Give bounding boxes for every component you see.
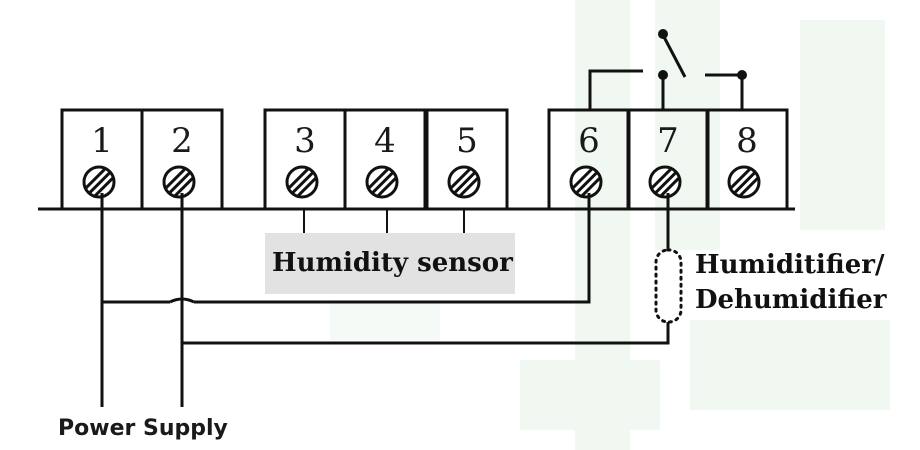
- terminal-box: [425, 108, 509, 211]
- screw-slot: [375, 175, 399, 199]
- screw-slot: [371, 171, 394, 194]
- terminal-4: 4: [343, 108, 427, 211]
- background-watermark: [330, 0, 890, 450]
- terminal-number: 5: [456, 121, 478, 161]
- screw-slot: [457, 175, 481, 199]
- screw-slot: [88, 171, 111, 194]
- sensor-leads: [303, 209, 465, 233]
- humidifier-symbol: [654, 248, 683, 324]
- device-label-line2: Dehumidifier: [695, 285, 887, 315]
- screw-slot: [453, 171, 476, 194]
- humidity-sensor-label-bg: [265, 233, 515, 294]
- screw-slot: [579, 175, 603, 199]
- screw-slot: [737, 175, 761, 199]
- screw-slot: [84, 167, 107, 190]
- terminal-number: 4: [374, 121, 396, 161]
- screw-slot: [92, 175, 116, 199]
- terminal-number: 1: [91, 121, 113, 161]
- terminal-box: [705, 108, 789, 211]
- terminal-number: 3: [294, 121, 316, 161]
- terminal-2: 2: [140, 108, 224, 211]
- screw-slot: [729, 167, 752, 190]
- terminal-number: 6: [578, 121, 600, 161]
- terminal-6: 6: [547, 108, 631, 211]
- terminal-5: 5: [425, 108, 509, 211]
- screw-slot: [650, 167, 673, 190]
- screw-slot: [571, 167, 594, 190]
- screw-slot: [449, 167, 472, 190]
- screw-slot: [658, 175, 682, 199]
- power-supply-label: Power Supply: [58, 416, 228, 441]
- terminal-7: 7: [626, 108, 710, 211]
- terminal-3: 3: [263, 108, 347, 211]
- screw-slot: [575, 171, 598, 194]
- device-label-line1: Humiditifier/: [695, 250, 885, 280]
- terminal-number: 7: [657, 121, 679, 161]
- screw-slot: [287, 167, 310, 190]
- screw-slot: [172, 175, 196, 199]
- relay-contacts: [658, 29, 747, 80]
- terminal-8: 8: [705, 108, 789, 211]
- screw-slot: [291, 171, 314, 194]
- wires: [100, 193, 670, 407]
- screw-slot: [295, 175, 319, 199]
- terminal-1: 1: [60, 108, 144, 211]
- terminal-box: [343, 108, 427, 211]
- terminal-blocks: 1 2 3 4 5 6 7 8: [60, 108, 789, 211]
- screw-slot: [733, 171, 756, 194]
- humidity-sensor-label: Humidity sensor: [272, 248, 513, 278]
- terminal-number: 8: [736, 121, 758, 161]
- screw-slot: [164, 167, 187, 190]
- terminal-number: 2: [171, 121, 193, 161]
- screw-slot: [654, 171, 677, 194]
- screw-slot: [168, 171, 191, 194]
- screw-slot: [367, 167, 390, 190]
